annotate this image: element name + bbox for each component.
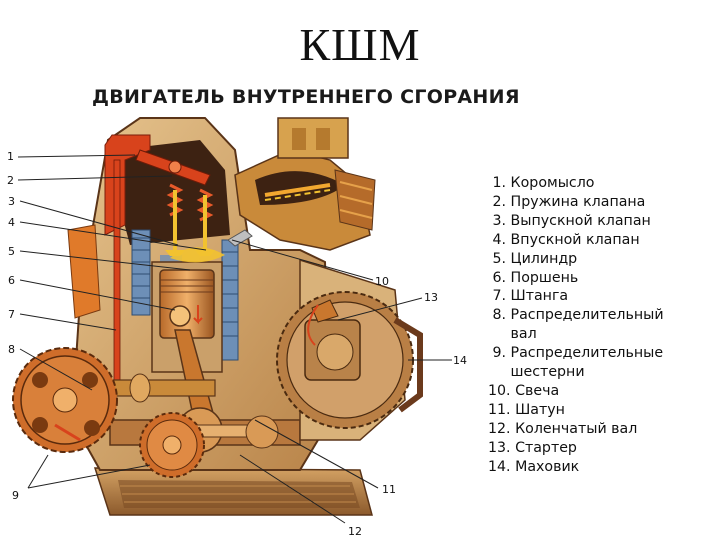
legend-item: 3. Выпускной клапан	[488, 212, 651, 229]
callout-12: 12	[348, 525, 362, 538]
callout-11: 11	[382, 483, 396, 496]
legend-item: 11. Шатун	[488, 401, 565, 418]
legend-item: шестерни	[488, 364, 585, 381]
timing-gear-large	[12, 347, 118, 453]
starter	[304, 299, 361, 381]
callout-13: 13	[424, 291, 438, 304]
legend-item: 14. Маховик	[488, 458, 580, 475]
legend-item: 2. Пружина клапана	[488, 193, 646, 210]
callout-7: 7	[8, 308, 15, 321]
callout-5: 5	[8, 245, 15, 258]
legend-item: 5. Цилиндр	[488, 250, 578, 267]
oil-pan	[93, 467, 373, 516]
legend-item: 13. Стартер	[488, 439, 577, 456]
callout-14: 14	[453, 354, 467, 367]
legend-item: вал	[488, 326, 537, 343]
legend-item: 12. Коленчатый вал	[488, 420, 638, 437]
callout-2: 2	[7, 174, 14, 187]
legend-item: 10. Свеча	[488, 382, 560, 399]
callout-1: 1	[7, 150, 14, 163]
callout-9: 9	[12, 489, 19, 502]
spark-plug	[170, 229, 253, 263]
leader-lines	[17, 154, 452, 524]
slide-title: КШМ	[299, 19, 421, 70]
legend-item: 7. Штанга	[488, 288, 569, 305]
legend-item: 8. Распределительный	[488, 307, 664, 324]
callout-6: 6	[8, 274, 15, 287]
timing-gear-small	[139, 412, 205, 478]
legend-item: 4. Впускной клапан	[488, 231, 640, 248]
legend-item: 6. Поршень	[488, 269, 579, 286]
parts-legend: 1. Коромысло 2. Пружина клапана 3. Выпус…	[488, 174, 716, 477]
callout-10: 10	[375, 275, 389, 288]
callout-4: 4	[8, 216, 15, 229]
callout-8: 8	[8, 343, 15, 356]
legend-item: 9. Распределительные	[488, 345, 664, 362]
callout-3: 3	[8, 195, 15, 208]
legend-item: 1. Коромысло	[488, 175, 595, 191]
diagram-heading: ДВИГАТЕЛЬ ВНУТРЕННЕГО СГОРАНИЯ	[92, 86, 520, 108]
manifold	[234, 117, 376, 251]
